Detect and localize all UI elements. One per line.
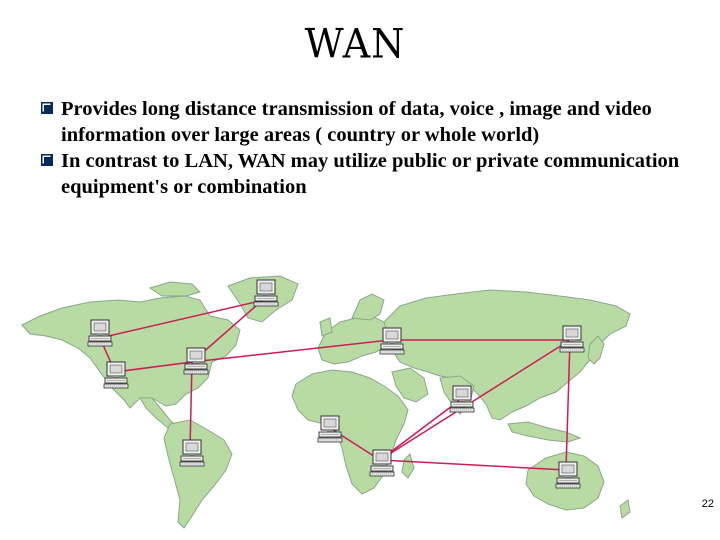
continent-arabia xyxy=(391,367,429,403)
continent-uk xyxy=(319,317,333,337)
computer-icon xyxy=(103,361,129,389)
continent-madagascar xyxy=(401,453,415,479)
continent-north-america xyxy=(21,295,241,409)
network-link xyxy=(191,339,391,363)
computer-icon xyxy=(369,449,395,477)
network-link xyxy=(379,459,567,471)
continents xyxy=(21,275,631,529)
bullet-list: Provides long distance transmission of d… xyxy=(40,96,700,200)
bullet-item: In contrast to LAN, WAN may utilize publ… xyxy=(40,148,700,200)
computer-icon xyxy=(183,347,209,375)
network-link xyxy=(189,361,193,451)
continent-japan xyxy=(587,335,605,365)
network-link xyxy=(379,399,461,461)
bullet-text: In contrast to LAN, WAN may utilize publ… xyxy=(61,150,680,198)
page-number: 22 xyxy=(701,498,714,510)
computer-icon xyxy=(555,461,581,489)
slide-title: WAN xyxy=(304,20,406,68)
continent-asia xyxy=(383,289,631,421)
computer-icon xyxy=(317,415,343,443)
computer-icon xyxy=(87,319,113,347)
continent-south-america xyxy=(163,419,233,529)
network-links xyxy=(99,297,571,471)
network-link xyxy=(379,339,571,461)
continent-scandinavia xyxy=(351,293,385,321)
checkbox-bullet-icon xyxy=(41,154,53,166)
bullet-item: Provides long distance transmission of d… xyxy=(40,96,700,148)
network-link xyxy=(99,299,265,339)
continent-indonesia xyxy=(507,421,582,443)
continent-new-zealand xyxy=(619,499,631,519)
computer-icon xyxy=(559,325,585,353)
network-link xyxy=(114,361,193,373)
computer-icon xyxy=(449,385,475,413)
checkbox-bullet-icon xyxy=(41,102,53,114)
network-link xyxy=(565,339,571,471)
computer-icon xyxy=(179,439,205,467)
computer-icon xyxy=(253,279,279,307)
computer-icon xyxy=(379,327,405,355)
bullet-text: Provides long distance transmission of d… xyxy=(61,98,652,146)
continent-arctic-islands xyxy=(148,281,201,297)
